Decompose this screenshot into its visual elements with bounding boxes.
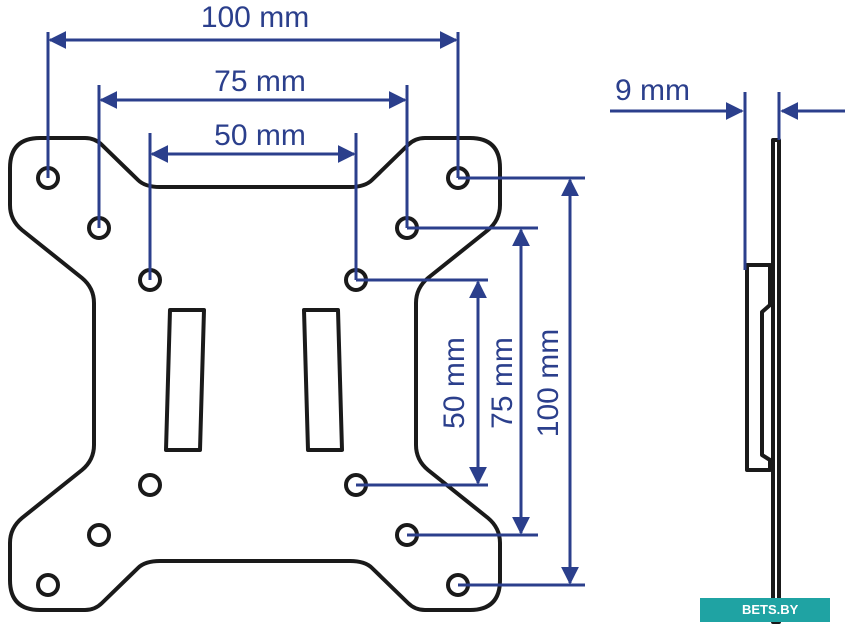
label-h-100: 100 mm bbox=[201, 1, 309, 34]
watermark-logo: BETS.BY bbox=[700, 598, 830, 622]
hole-75-bl bbox=[87, 523, 111, 547]
dimension-v-100: 100 mm bbox=[458, 176, 585, 587]
side-view-plate bbox=[771, 138, 781, 624]
dimension-h-75: 75 mm bbox=[97, 65, 409, 228]
plate-outline bbox=[8, 136, 502, 612]
side-view: 9 mm bbox=[610, 74, 845, 624]
dimension-v-75: 75 mm bbox=[407, 226, 538, 537]
label-h-50: 50 mm bbox=[214, 119, 306, 152]
side-view-bracket bbox=[745, 263, 772, 472]
label-h-75: 75 mm bbox=[214, 65, 306, 98]
label-side-9: 9 mm bbox=[615, 74, 690, 107]
label-v-75: 75 mm bbox=[486, 337, 519, 429]
dimension-h-50: 50 mm bbox=[148, 119, 358, 280]
dimension-v-50: 50 mm bbox=[356, 278, 488, 487]
slot-right bbox=[302, 308, 344, 452]
label-v-100: 100 mm bbox=[532, 329, 565, 437]
label-v-50: 50 mm bbox=[438, 337, 471, 429]
hole-50-bl bbox=[138, 473, 162, 497]
hole-100-bl bbox=[36, 573, 60, 597]
dimension-h-100: 100 mm bbox=[46, 1, 460, 178]
slot-left bbox=[164, 308, 206, 452]
